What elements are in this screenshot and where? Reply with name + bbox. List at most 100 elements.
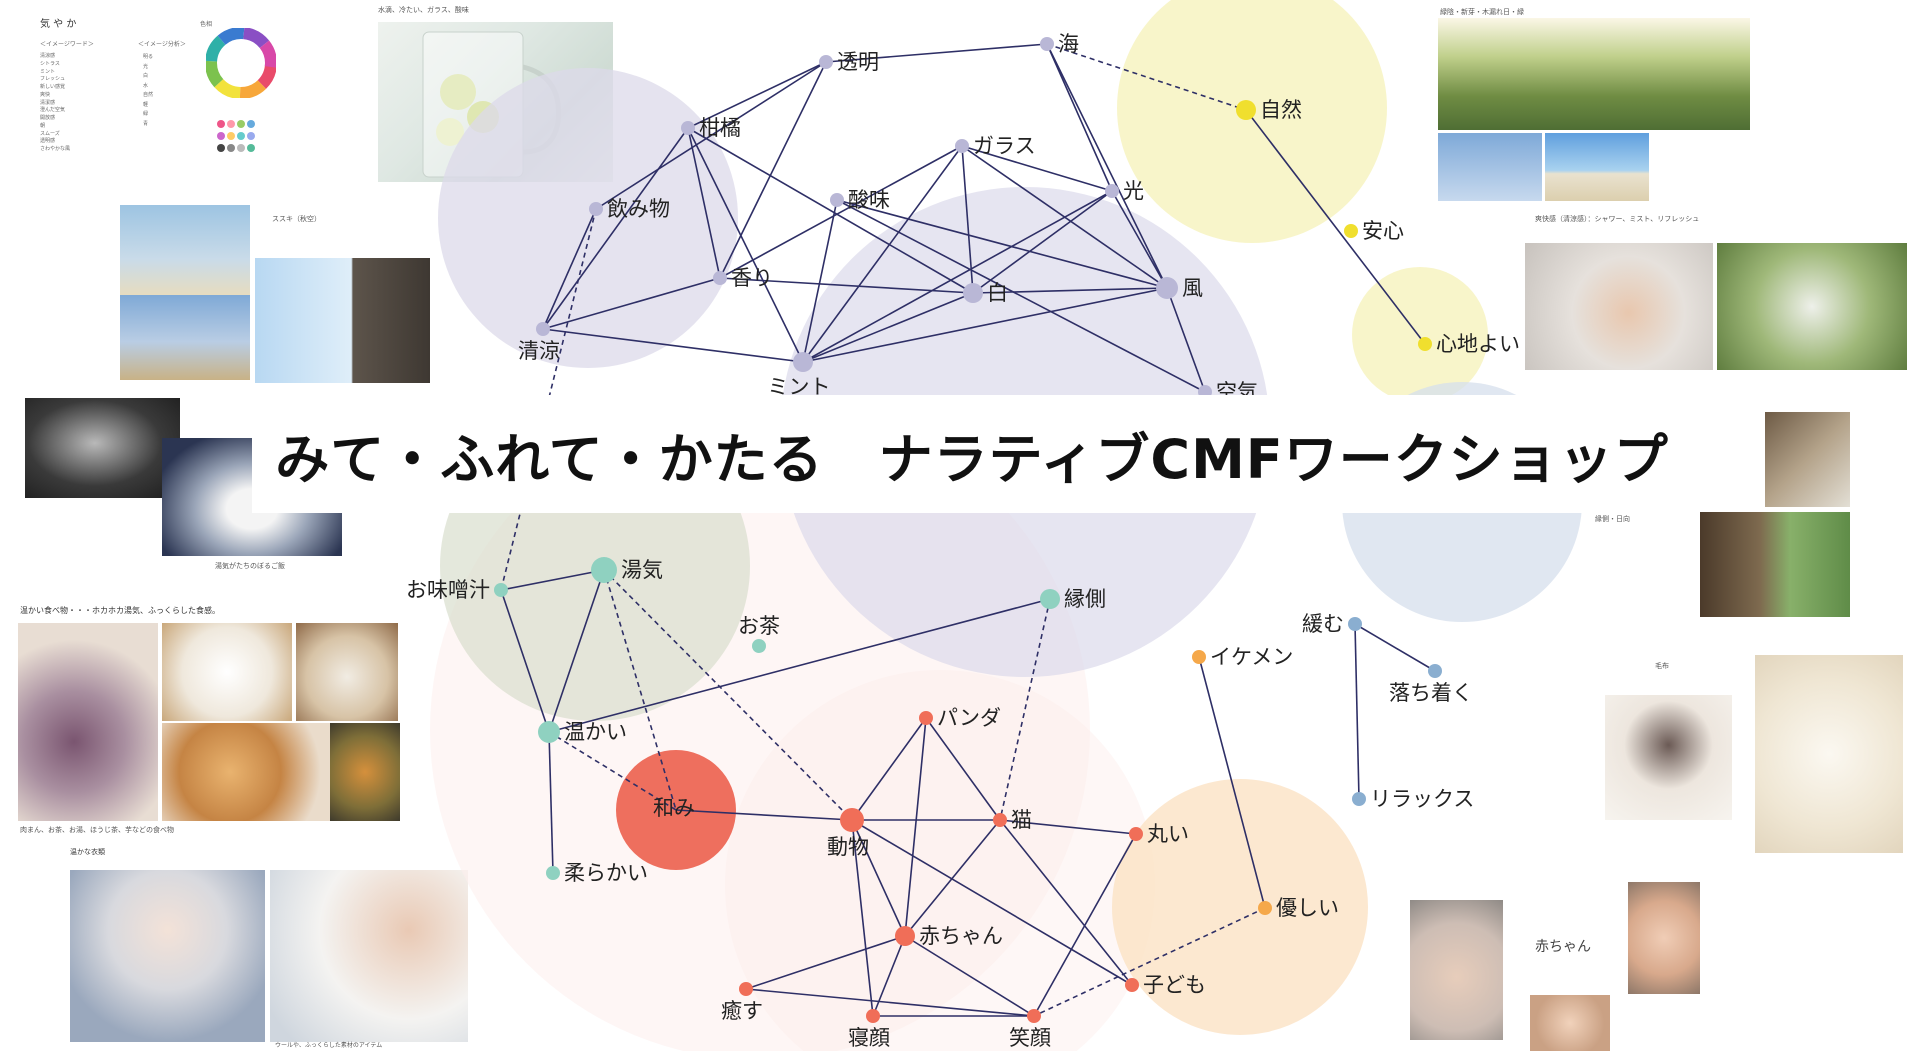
forest-photo <box>1438 18 1750 130</box>
blanket-card-photo <box>1605 695 1732 820</box>
sky-grass-photo <box>120 295 250 380</box>
node-label-egao: 笑顔 <box>1009 1026 1051 1050</box>
link <box>1198 656 1266 909</box>
node-ocha <box>752 639 766 653</box>
node-label-akachan: 赤ちゃん <box>919 924 1003 948</box>
link <box>548 569 605 733</box>
node-label-kaori: 香り <box>731 266 773 290</box>
link <box>687 127 974 294</box>
node-label-kaze: 風 <box>1182 276 1203 300</box>
node-umi <box>1040 37 1054 51</box>
sweet-potato-photo <box>18 623 158 821</box>
link <box>1354 623 1360 800</box>
node-akachan <box>895 926 915 946</box>
node-label-nagomi: 和み <box>653 796 695 820</box>
forest-caption: 緑陰・新芽・木漏れ日・緑 <box>1440 8 1524 16</box>
node-label-marui: 丸い <box>1147 822 1189 846</box>
link <box>972 190 1113 294</box>
node-label-negao: 寝顔 <box>848 1026 890 1050</box>
node-seiryou <box>536 322 550 336</box>
link <box>542 277 721 330</box>
link <box>872 935 906 1017</box>
cluster-bubble <box>1352 267 1488 403</box>
panel-subheading-b: ＜イメージ分析＞ <box>138 41 186 48</box>
node-label-omiso: お味噌汁 <box>406 578 490 602</box>
hotpot-photo <box>162 723 332 821</box>
link <box>548 598 1051 733</box>
node-shiro <box>963 283 983 303</box>
node-label-iyasu: 癒す <box>721 999 763 1023</box>
link <box>719 145 963 279</box>
node-marui <box>1129 827 1143 841</box>
node-label-relax: リラックス <box>1370 787 1474 811</box>
node-label-garasu: ガラス <box>973 134 1036 158</box>
dashed-link <box>500 208 597 591</box>
knit-woman-photo <box>70 870 265 1042</box>
node-label-seiryou: 清涼 <box>518 339 560 363</box>
node-negao <box>866 1009 880 1023</box>
link <box>745 935 906 990</box>
panel-heading: 気 や か <box>40 19 77 30</box>
dashed-link <box>999 598 1051 821</box>
node-omiso <box>494 583 508 597</box>
panel-color-label: 色相 <box>200 21 213 28</box>
node-label-yurumu: 緩む <box>1302 612 1344 636</box>
node-atatakai <box>538 721 560 743</box>
laundry-photo <box>1438 133 1542 201</box>
link <box>961 145 1113 192</box>
link <box>687 61 827 129</box>
node-egao <box>1027 1009 1041 1023</box>
link <box>719 277 974 294</box>
link <box>836 199 1206 393</box>
steam-dark-photo <box>25 398 180 498</box>
link <box>1354 623 1436 672</box>
link <box>904 717 927 937</box>
node-label-anshin: 安心 <box>1362 219 1404 243</box>
dashed-link <box>1046 43 1247 111</box>
link <box>719 61 827 279</box>
node-label-doubutsu: 動物 <box>827 835 869 859</box>
pampas-grass-photo <box>120 205 250 295</box>
link <box>825 43 1048 63</box>
link <box>851 819 874 1017</box>
node-shizen <box>1236 100 1256 120</box>
link <box>925 717 1001 821</box>
blanket-caption: 毛布 <box>1655 662 1669 670</box>
node-yuge <box>591 557 617 583</box>
panel-word-list-b: 明る 光 白 水 自然 軽 緑 青 <box>143 54 154 127</box>
link <box>904 819 1001 937</box>
node-label-shizen: 自然 <box>1260 98 1302 122</box>
cluster-bubble <box>438 68 738 368</box>
node-neko <box>993 813 1007 827</box>
engawa-garden-photo <box>1700 512 1850 617</box>
link <box>1166 287 1206 393</box>
node-label-kodomo: 子ども <box>1143 973 1206 997</box>
node-ochitsuku <box>1428 664 1442 678</box>
node-label-kokochi: 心地よい <box>1436 332 1520 356</box>
baby-smile-photo <box>1530 995 1610 1051</box>
dashed-link <box>603 569 677 811</box>
node-yawarakai <box>546 866 560 880</box>
link <box>595 61 827 210</box>
cluster-bubble <box>1117 0 1387 243</box>
stew-photo <box>330 723 400 821</box>
node-kaori <box>713 271 727 285</box>
cluster-bubble <box>725 670 1155 1051</box>
panel-subheading-a: ＜イメージワード＞ <box>40 41 94 48</box>
link <box>687 127 804 363</box>
workshop-title: みて・ふれて・かたる ナラティブCMFワークショップ <box>275 427 1669 491</box>
link <box>802 292 974 363</box>
knit-subcaption: ウールや、ふっくらした素材のアイテム <box>275 1042 383 1049</box>
link <box>1245 109 1426 345</box>
sleeping-baby-photo <box>1410 900 1503 1040</box>
link <box>542 127 689 330</box>
node-label-yuge: 湯気 <box>621 558 663 582</box>
node-engawa <box>1040 589 1060 609</box>
amazake-photo <box>296 623 398 721</box>
node-label-shiro: 白 <box>987 281 1008 305</box>
food-subcaption: 肉まん、お茶、お湯、ほうじ茶、芋などの食べ物 <box>20 826 174 834</box>
fleece-photo <box>1755 655 1903 853</box>
node-label-touhmei: 透明 <box>837 50 879 74</box>
dashed-link <box>603 569 853 821</box>
